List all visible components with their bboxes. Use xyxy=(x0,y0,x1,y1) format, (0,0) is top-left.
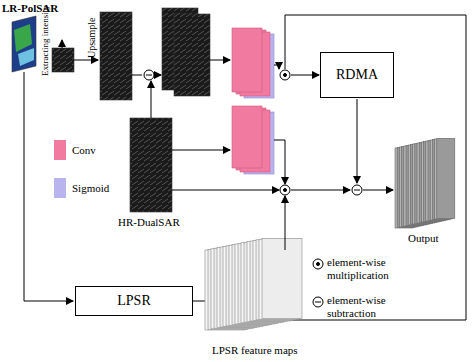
feature-map-stack xyxy=(205,239,302,330)
operator-symbols xyxy=(284,189,287,192)
upsampled-image xyxy=(100,12,132,100)
operator-symbols xyxy=(315,302,321,303)
wires xyxy=(172,190,279,191)
wires xyxy=(274,140,285,184)
wires xyxy=(24,72,73,301)
legend-swatch xyxy=(54,140,66,160)
legend-text: element-wise subtraction xyxy=(327,294,427,319)
operator-symbols xyxy=(317,263,320,266)
output-stack xyxy=(395,139,455,229)
intensity-image xyxy=(52,48,74,72)
wires xyxy=(210,60,230,61)
wires xyxy=(274,65,279,69)
polsar-image xyxy=(14,24,32,52)
node-text: LPSR xyxy=(117,293,150,309)
conv-sigmoid-stack xyxy=(232,28,274,98)
operator-symbols xyxy=(280,185,290,195)
output-map xyxy=(437,139,455,219)
operator-symbols xyxy=(280,70,290,80)
operator-symbols xyxy=(144,70,154,80)
wires xyxy=(62,40,63,48)
operator-symbols xyxy=(313,259,323,269)
operator-symbols xyxy=(352,185,362,195)
wires xyxy=(291,190,350,191)
label: Upsample xyxy=(86,17,98,58)
feature-map xyxy=(262,239,302,319)
legend-text: Sigmoid xyxy=(72,182,109,195)
legend-text: Conv xyxy=(72,144,96,157)
wires xyxy=(74,60,98,61)
label: LPSR feature maps xyxy=(212,344,298,357)
label: Output xyxy=(408,232,439,245)
operator-symbols xyxy=(354,190,360,191)
conv-sigmoid-stack xyxy=(232,106,262,168)
conv-sigmoid-stack xyxy=(232,106,274,174)
polsar-image xyxy=(18,48,34,66)
wires xyxy=(363,190,393,191)
legend-text: element-wise multiplication xyxy=(327,256,427,281)
label: Extracting intensity xyxy=(40,5,50,76)
wires xyxy=(285,196,286,250)
polsar-image xyxy=(12,16,36,72)
difference-images xyxy=(174,14,210,96)
polsar-image xyxy=(12,16,36,72)
node-text: RDMA xyxy=(336,67,378,83)
label: HR-DualSAR xyxy=(118,216,180,229)
wires xyxy=(172,150,230,151)
operator-symbols xyxy=(284,74,287,77)
process-box: RDMA xyxy=(320,52,394,98)
wires xyxy=(357,99,358,183)
operator-symbols xyxy=(146,75,152,76)
difference-images xyxy=(162,8,210,96)
wires xyxy=(156,75,161,76)
conv-sigmoid-stack xyxy=(232,28,262,92)
process-box: LPSR xyxy=(75,286,193,316)
wires xyxy=(132,75,142,76)
operator-symbols xyxy=(313,297,323,307)
wires xyxy=(151,81,152,118)
legend-swatch xyxy=(54,178,66,198)
dualsar-image xyxy=(130,118,172,212)
